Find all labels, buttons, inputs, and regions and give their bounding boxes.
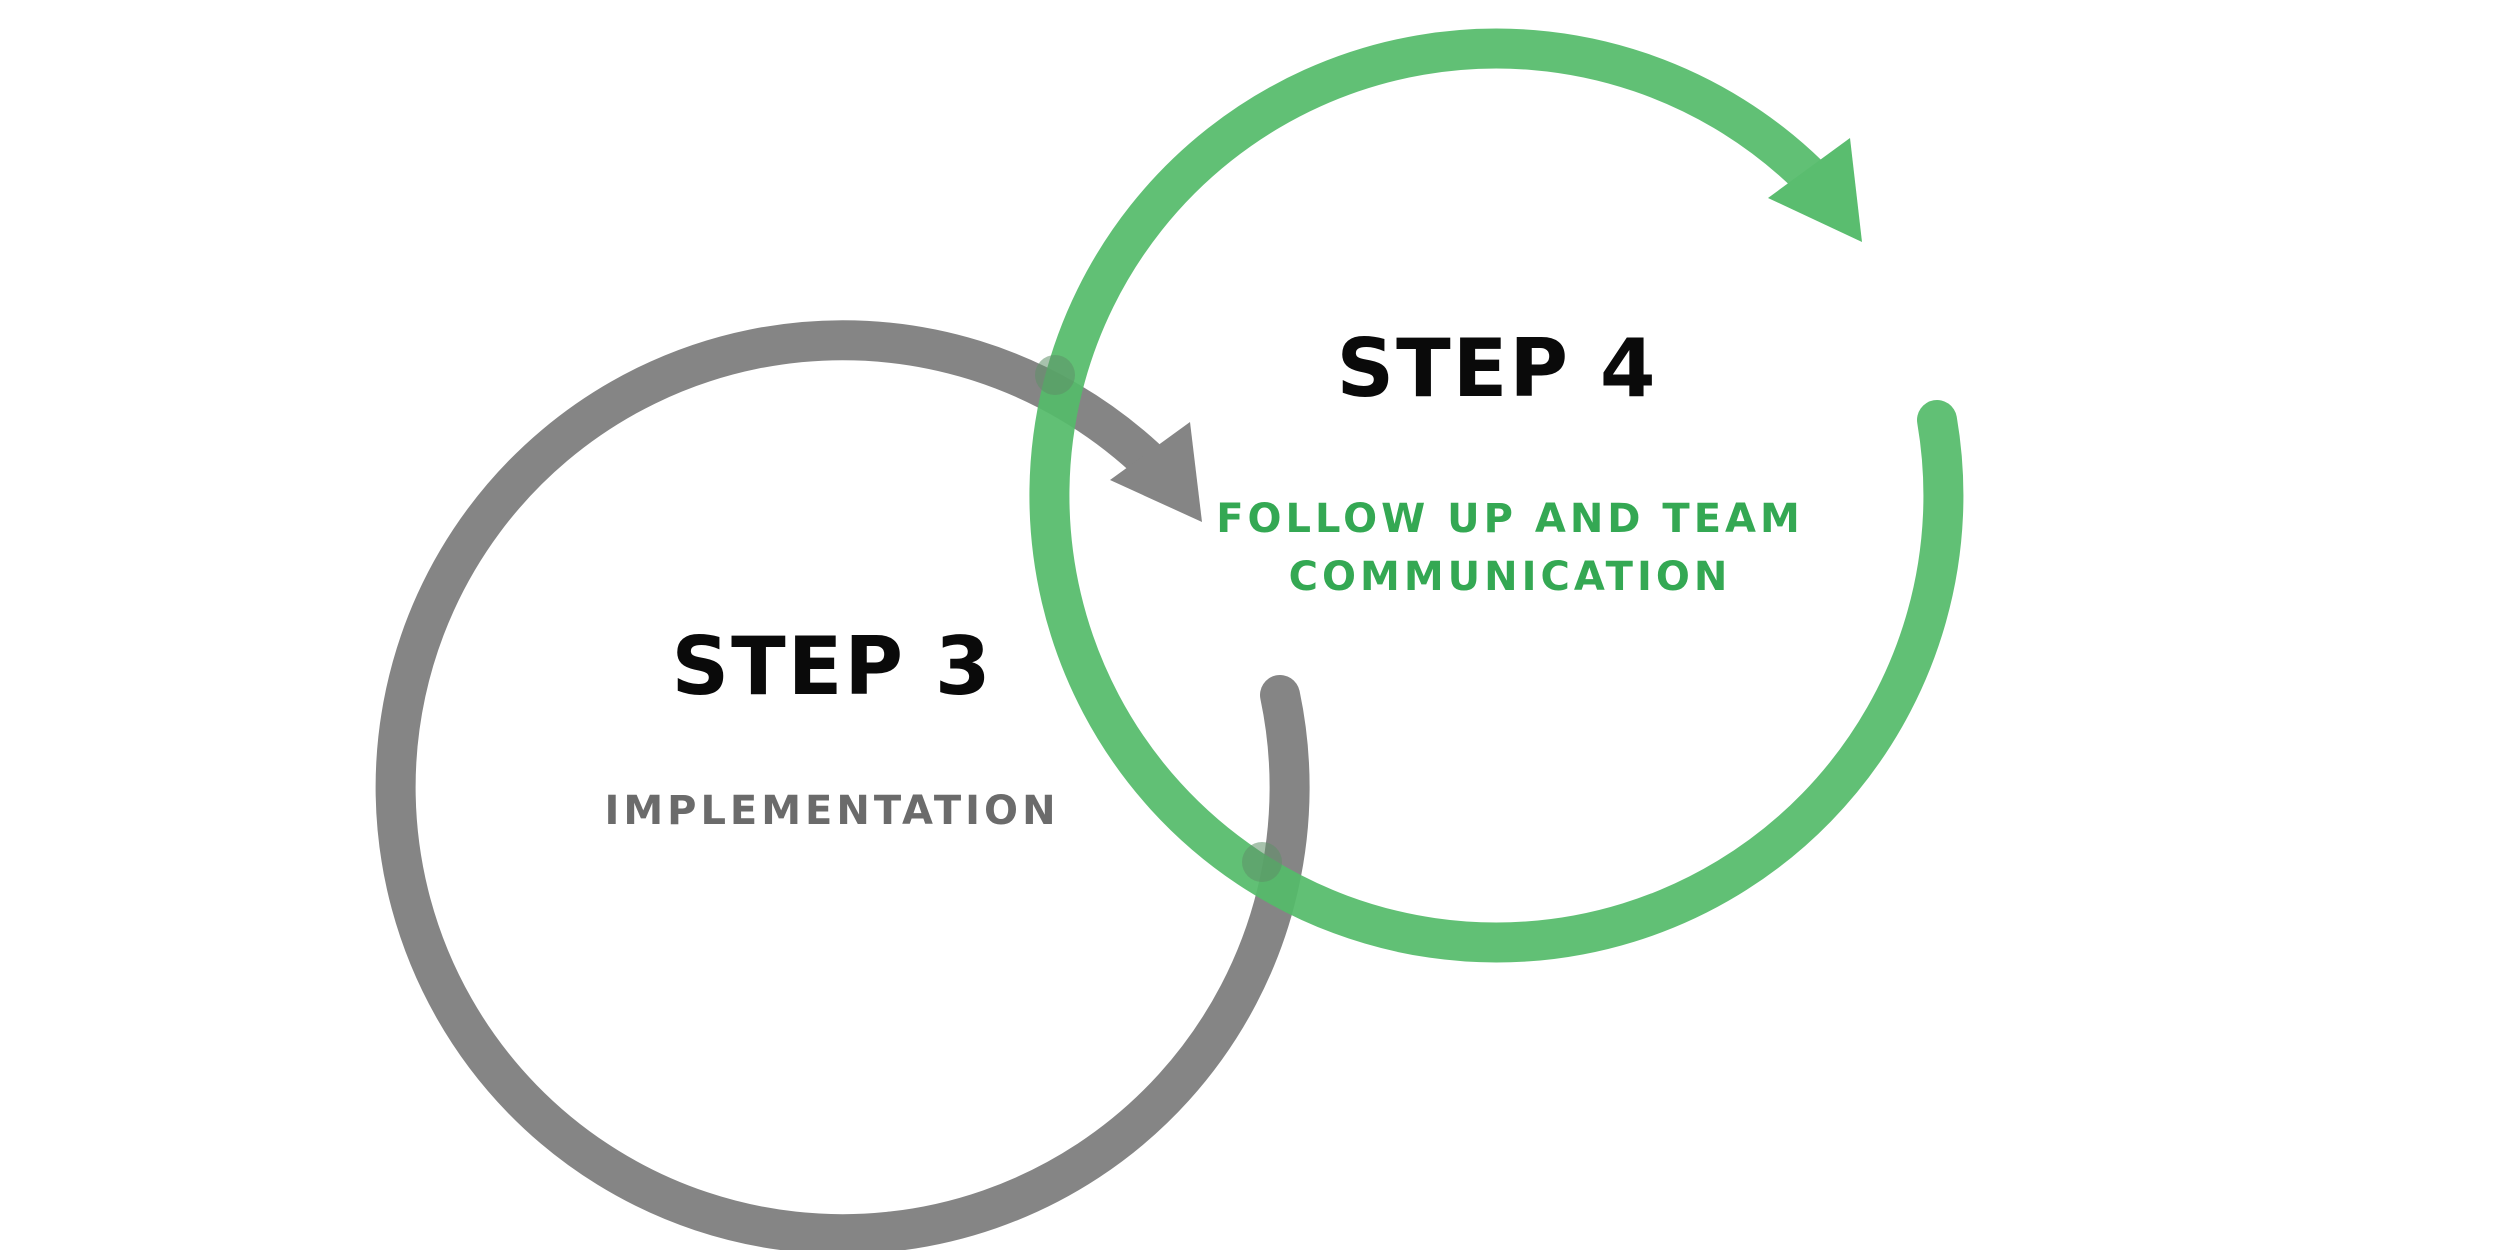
- step3-arrow-head-icon: [1110, 422, 1202, 522]
- step3-ring: [375, 320, 1310, 1250]
- step4-ring: [1029, 28, 1964, 963]
- step3-subtitle: IMPLEMENTATION: [604, 788, 1060, 834]
- step4-title: STEP 4: [1336, 322, 1658, 415]
- ring-overlap: [1035, 355, 1282, 882]
- step4-arrow-head-icon: [1768, 138, 1862, 242]
- step4-ring-arc: [1029, 28, 1964, 963]
- step3-title: STEP 3: [671, 620, 993, 713]
- step4-subtitle: FOLLOW UP AND TEAM COMMUNICATION: [1216, 496, 1804, 600]
- step3-ring-arc: [375, 320, 1310, 1250]
